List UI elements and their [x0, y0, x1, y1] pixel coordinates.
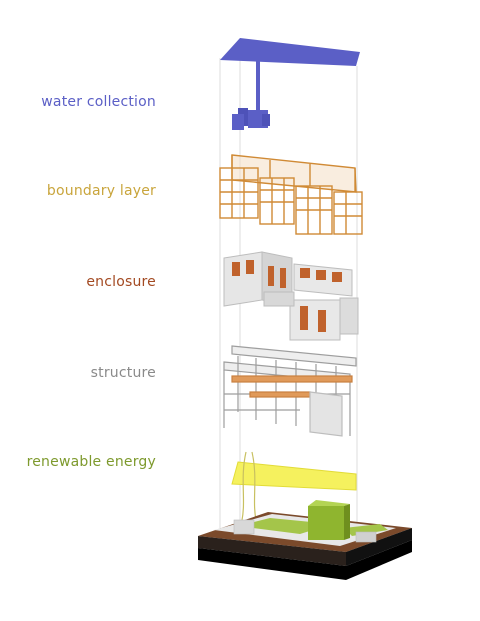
- layer-label-renewable-energy: renewable energy: [26, 454, 156, 470]
- enclosure-layer: [223, 251, 359, 341]
- boundary-layer: [219, 154, 363, 235]
- water-collection-layer: [220, 38, 360, 130]
- layer-label-boundary-layer: boundary layer: [46, 183, 156, 199]
- layer-label-enclosure: enclosure: [86, 274, 156, 290]
- layer-label-structure: structure: [90, 365, 156, 381]
- structure-layer: [223, 345, 357, 437]
- renewable-energy-layer: [231, 451, 357, 521]
- site-base: [198, 500, 412, 580]
- layer-label-water-collection: water collection: [41, 94, 156, 110]
